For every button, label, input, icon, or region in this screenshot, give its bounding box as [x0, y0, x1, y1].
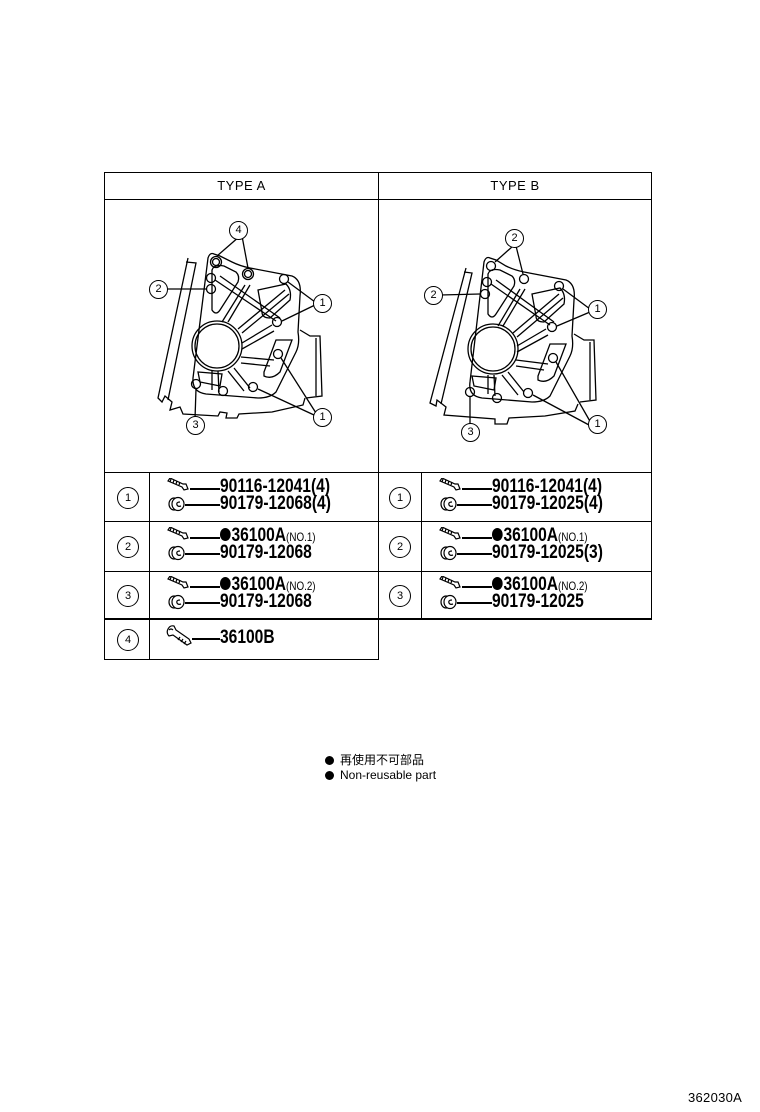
leader-line	[185, 504, 220, 506]
part-number-90179-12068: 90179-12068	[220, 591, 312, 612]
leader-line	[457, 504, 492, 506]
illustration-code: 362030A	[688, 1090, 743, 1105]
callout-2-type-b-top: 2	[505, 229, 524, 248]
row-index-4-type-a: 4	[117, 629, 139, 651]
non-reusable-dot-icon	[492, 577, 503, 590]
part-number-90179-12068: 90179-12068(4)	[220, 493, 331, 514]
header-divider	[104, 199, 652, 200]
diagram-bottom-divider	[104, 472, 652, 473]
legend-item-japanese: 再使用不可部品	[325, 751, 424, 768]
callout-1-type-b-lower: 1	[588, 415, 607, 434]
callout-3-type-b: 3	[461, 423, 480, 442]
row-divider-2	[104, 571, 652, 572]
part-number-36100A-no2: 36100A(NO.2)	[492, 575, 588, 596]
stud-icon	[167, 527, 189, 540]
callout-1-type-b-upper: 1	[588, 300, 607, 319]
non-reusable-dot-icon	[492, 528, 503, 541]
row4-border-right	[378, 618, 379, 659]
leader-line	[457, 602, 492, 604]
nut-icon	[440, 545, 457, 561]
header-type-a: TYPE A	[217, 178, 266, 193]
header-type-b: TYPE B	[490, 178, 540, 193]
part-number-90179-12025: 90179-12025(4)	[492, 493, 603, 514]
part-number-36100A-no1: 36100A(NO.1)	[220, 526, 316, 547]
transmission-case-drawing-type-a	[157, 235, 323, 420]
callout-4-type-a: 4	[229, 221, 248, 240]
row-index-2-type-a: 2	[117, 536, 139, 558]
leader-line	[185, 602, 220, 604]
table-border-left	[104, 172, 105, 659]
callout-1-type-a-lower: 1	[313, 408, 332, 427]
leader-line	[462, 488, 492, 490]
row-index-1-type-a: 1	[117, 487, 139, 509]
index-column-divider-a	[149, 472, 150, 659]
leader-line	[190, 537, 220, 539]
row-index-1-type-b: 1	[389, 487, 411, 509]
table-column-divider	[378, 172, 379, 619]
flange-bolt-icon	[166, 625, 192, 646]
filled-dot-icon	[325, 756, 334, 765]
leader-line	[190, 586, 220, 588]
part-number-36100A-no2: 36100A(NO.2)	[220, 575, 316, 596]
nut-icon	[168, 545, 185, 561]
stud-icon	[439, 576, 461, 589]
leader-line	[462, 537, 492, 539]
callout-1-type-a-upper: 1	[313, 294, 332, 313]
part-number-90179-12068: 90179-12068	[220, 542, 312, 563]
callout-2-type-a: 2	[149, 280, 168, 299]
nut-icon	[440, 594, 457, 610]
leader-line	[462, 586, 492, 588]
part-number-90116-12041: 90116-12041(4)	[492, 476, 603, 497]
legend-item-english: Non-reusable part	[325, 768, 436, 782]
leader-line	[192, 638, 220, 640]
index-column-divider-b	[421, 472, 422, 619]
part-number-90179-12025: 90179-12025	[492, 591, 584, 612]
part-number-36100B: 36100B	[220, 627, 275, 648]
table-border-right	[651, 172, 652, 619]
non-reusable-dot-icon	[220, 528, 231, 541]
leader-line	[457, 553, 492, 555]
part-number-90116-12041: 90116-12041(4)	[220, 476, 331, 497]
non-reusable-dot-icon	[220, 577, 231, 590]
part-number-36100A-no1: 36100A(NO.1)	[492, 526, 588, 547]
callout-3-type-a: 3	[186, 416, 205, 435]
row-divider-1	[104, 521, 652, 522]
leader-line	[190, 488, 220, 490]
bolt-icon	[439, 478, 461, 491]
callout-2-type-b-left: 2	[424, 286, 443, 305]
nut-icon	[440, 496, 457, 512]
nut-icon	[168, 496, 185, 512]
filled-dot-icon	[325, 771, 334, 780]
transmission-case-drawing-type-b	[429, 245, 597, 426]
row-index-3-type-b: 3	[389, 585, 411, 607]
stud-icon	[439, 527, 461, 540]
leader-line	[185, 553, 220, 555]
row4-border-bottom	[104, 659, 379, 660]
row-index-2-type-b: 2	[389, 536, 411, 558]
row-index-3-type-a: 3	[117, 585, 139, 607]
part-number-90179-12025: 90179-12025(3)	[492, 542, 603, 563]
stud-icon	[167, 576, 189, 589]
nut-icon	[168, 594, 185, 610]
bolt-icon	[167, 478, 189, 491]
